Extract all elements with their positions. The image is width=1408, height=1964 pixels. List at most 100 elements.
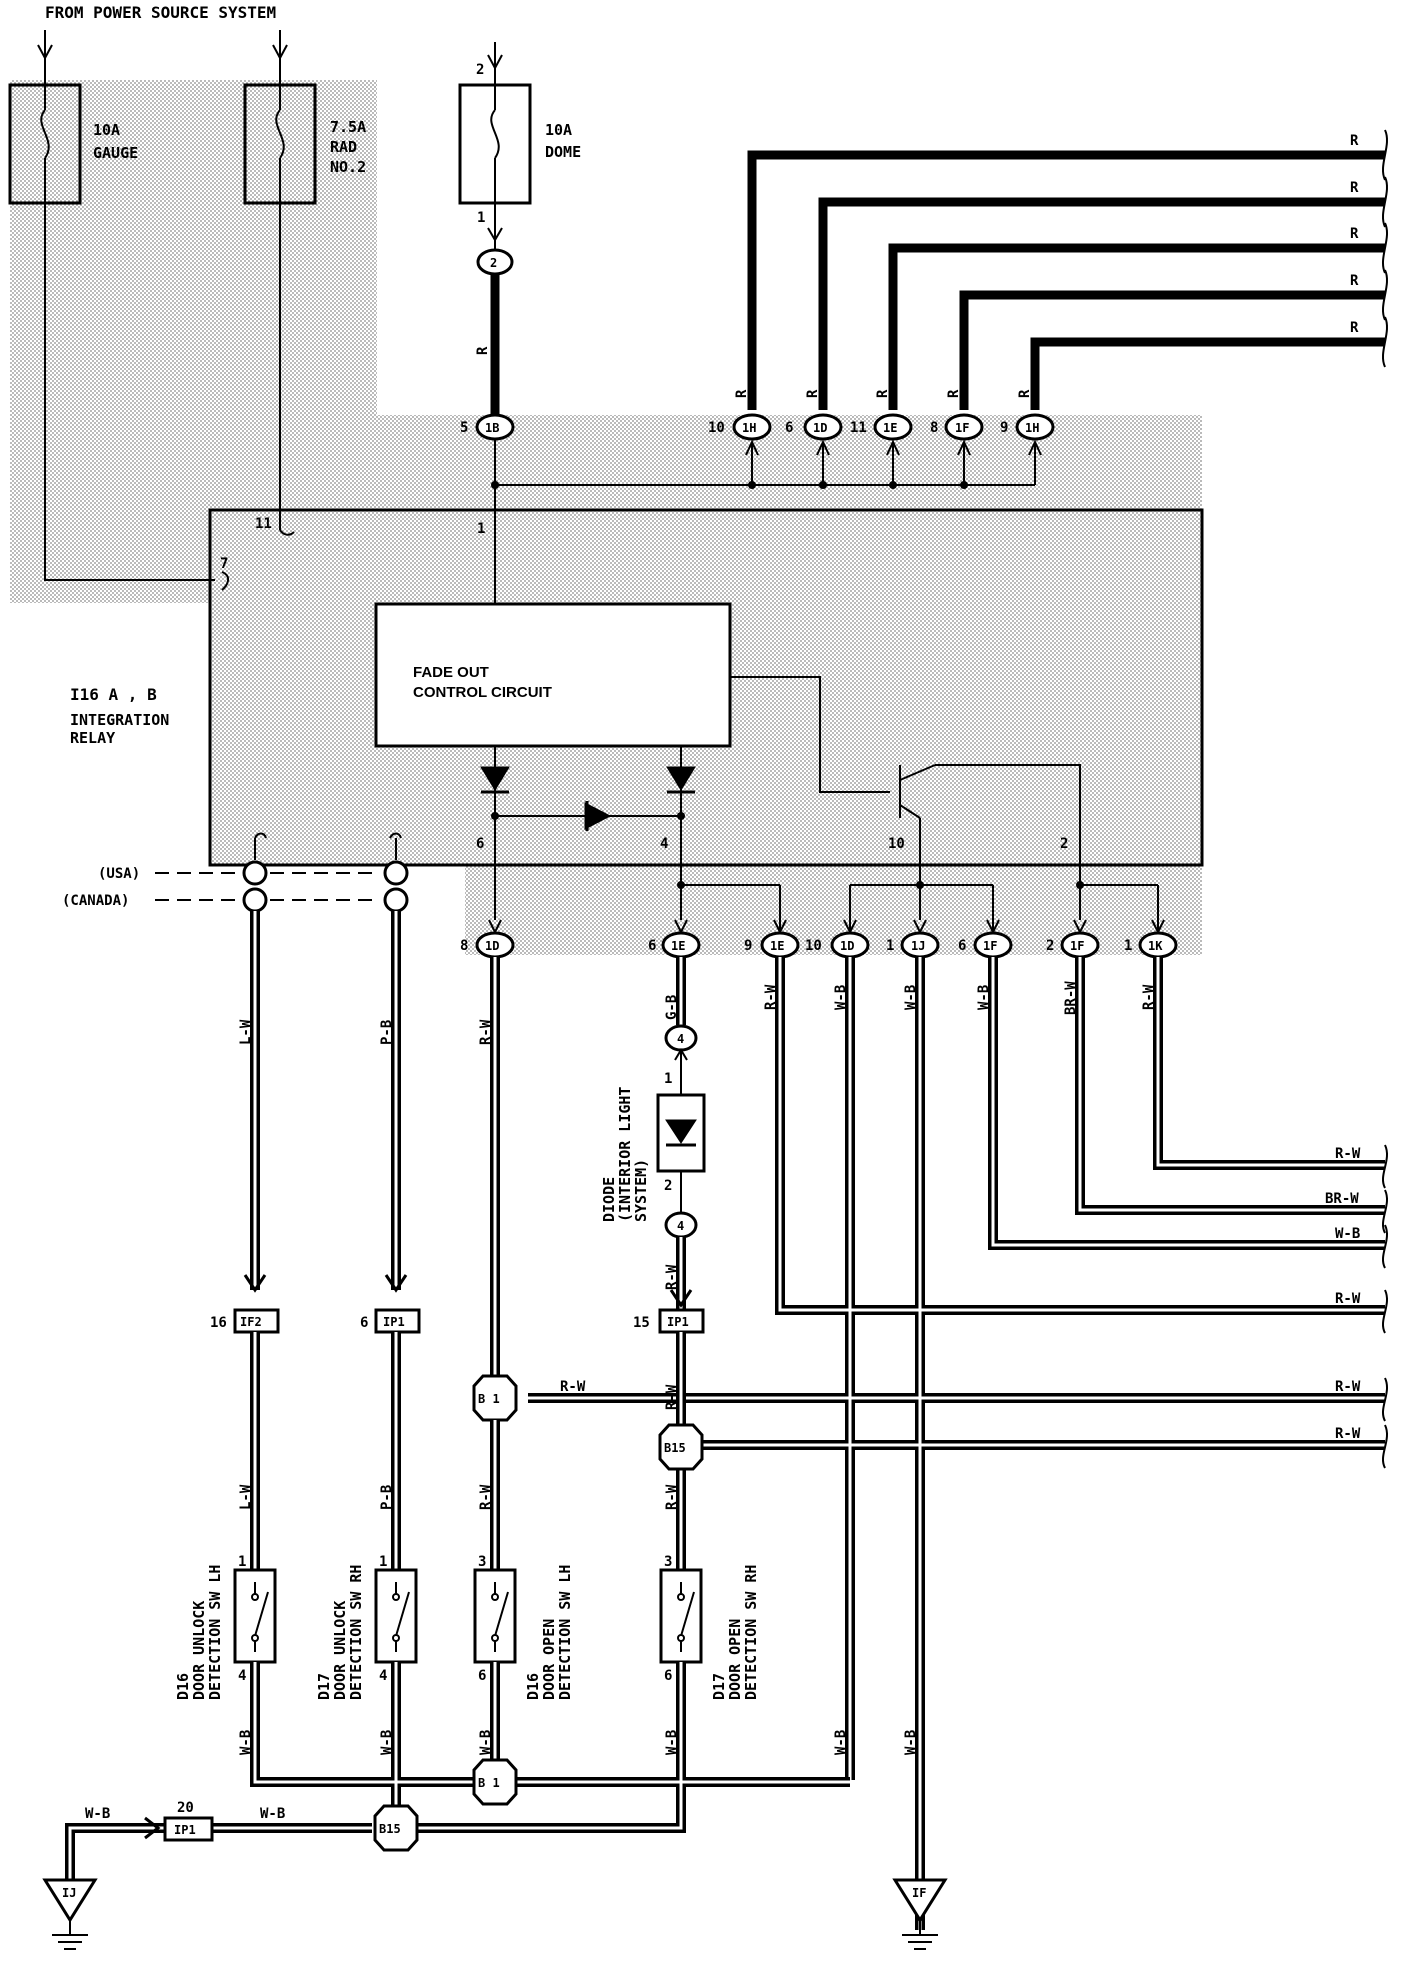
bot-conn-2-code: 1E xyxy=(671,939,685,953)
fuse-dome-pin-bottom: 1 xyxy=(477,210,485,226)
ground-left-label: IJ xyxy=(62,1886,76,1900)
sw4-code: D17 xyxy=(710,1673,728,1700)
junction-b1-bottom xyxy=(472,1758,518,1806)
fuse-rad-name2: NO.2 xyxy=(330,158,366,176)
fade-out-line1: FADE OUT xyxy=(413,664,489,681)
sw2-pin-bot: 4 xyxy=(379,1668,387,1684)
shaded-regions xyxy=(10,80,1202,955)
relay-junction-dots xyxy=(491,812,685,820)
sw3-code: D16 xyxy=(524,1673,542,1700)
relay-pin-7: 7 xyxy=(220,556,228,572)
connector-j2-label: 2 xyxy=(490,256,497,270)
sw4-wire-label: R-W xyxy=(664,1484,680,1510)
relay-pin-11: 11 xyxy=(255,516,272,532)
wire-brw-right: BR-W xyxy=(1325,1191,1359,1207)
sw1-pin-bot: 4 xyxy=(238,1668,246,1684)
fuse-dome xyxy=(458,42,532,250)
top-conn-1h-code: 1H xyxy=(742,421,756,435)
ip1-ground-connector xyxy=(144,1816,214,1842)
bot-conn-7-code: 1F xyxy=(1070,939,1084,953)
sw4-l2: DETECTION SW RH xyxy=(742,1565,760,1700)
top-conn-1d-code: 1D xyxy=(813,421,827,435)
sw3-pin-bot: 6 xyxy=(478,1668,486,1684)
wire-rw-b1-label: R-W xyxy=(560,1379,586,1395)
wire-wb-right: W-B xyxy=(1335,1226,1360,1242)
relay-ab-circles xyxy=(242,860,409,913)
double-wires-inner xyxy=(253,911,1385,1930)
sw4-pin-bot: 6 xyxy=(664,1668,672,1684)
fuse-to-relay-wires xyxy=(44,203,295,591)
power-source-label: FROM POWER SOURCE SYSTEM xyxy=(45,3,276,22)
fuse-rad-amp: 7.5A xyxy=(330,118,366,136)
ground-wb-4: W-B xyxy=(664,1730,680,1755)
fuse-dome-pin-top: 2 xyxy=(476,62,484,78)
wire-r-label-1: R xyxy=(1350,133,1359,149)
relay-pin-2: 2 xyxy=(1060,836,1068,852)
relay-region-usa: (USA) xyxy=(98,866,140,882)
wire-rw-label-3: R-W xyxy=(1141,984,1157,1010)
lower-wires-outer xyxy=(250,1332,686,1570)
ip1-ground-wb-right: W-B xyxy=(260,1806,285,1822)
junction-b1-bottom-label: B 1 xyxy=(478,1776,500,1790)
diode-conn-bottom-label: 4 xyxy=(677,1219,684,1233)
top-conn-1e-code: 1E xyxy=(883,421,897,435)
lower-wires-inner xyxy=(253,1332,683,1570)
junction-b15-top xyxy=(658,1423,704,1471)
fuse-dome-name: DOME xyxy=(545,143,581,161)
wire-r-vlabel-4: R xyxy=(946,389,962,398)
ground-wb-5: W-B xyxy=(833,1730,849,1755)
relay-pin-6: 6 xyxy=(476,836,484,852)
sw1-wire-label: L-W xyxy=(238,1484,254,1510)
ip1-code-a: IP1 xyxy=(383,1315,405,1329)
wire-lw-label: L-W xyxy=(238,1019,254,1045)
ground-wires-inner xyxy=(68,1662,850,1880)
top-conn-1b-pin: 5 xyxy=(460,420,468,436)
sw1-l2: DETECTION SW LH xyxy=(206,1565,224,1700)
wire-break-marks xyxy=(1382,129,1388,368)
bot-conn-8-code: 1K xyxy=(1148,939,1163,953)
fuse-dome-amp: 10A xyxy=(545,121,572,139)
fuse-rad-name: RAD xyxy=(330,138,357,156)
ip1-pin-a: 6 xyxy=(360,1315,368,1331)
fuse-gauge-amp: 10A xyxy=(93,121,120,139)
junction-b1-top-label: B 1 xyxy=(478,1392,500,1406)
top-conn-1b-code: 1B xyxy=(485,421,499,435)
sw1-l1: DOOR UNLOCK xyxy=(190,1601,208,1700)
wire-rw-right-4: R-W xyxy=(1335,1426,1361,1442)
wire-r-vlabel-2: R xyxy=(805,389,821,398)
wire-rw-label-1: R-W xyxy=(478,1019,494,1045)
sw3-l1: DOOR OPEN xyxy=(540,1619,558,1700)
wire-rw-diode-label: R-W xyxy=(664,1264,680,1290)
integration-relay-box xyxy=(208,508,1204,867)
fuse-gauge-name: GAUGE xyxy=(93,144,138,162)
top-conn-1d-pin: 6 xyxy=(785,420,793,436)
fade-out-circuit-box xyxy=(374,602,732,748)
if2-pin: 16 xyxy=(210,1315,227,1331)
ip1-ground-wb-left: W-B xyxy=(85,1806,110,1822)
wire-r-dome-label: R xyxy=(475,346,491,355)
wire-r-vlabel-3: R xyxy=(875,389,891,398)
wire-r-label-5: R xyxy=(1350,320,1359,336)
top-conn-1h2-code: 1H xyxy=(1025,421,1039,435)
sw2-pin-top: 1 xyxy=(379,1554,387,1570)
wire-pb-label: P-B xyxy=(379,1020,395,1045)
ground-wb-1: W-B xyxy=(238,1730,254,1755)
bot-conn-1-pin: 8 xyxy=(460,938,468,954)
top-conn-1f-code: 1F xyxy=(955,421,969,435)
b15-wire-rw-label: R-W xyxy=(664,1384,680,1410)
sw2-l1: DOOR UNLOCK xyxy=(331,1601,349,1700)
ip1-ground-code: IP1 xyxy=(174,1823,196,1837)
bot-conn-4-pin: 10 xyxy=(805,938,822,954)
bot-conn-5-pin: 1 xyxy=(886,938,894,954)
wire-rw-right-2: R-W xyxy=(1335,1291,1361,1307)
bottom-dist-dots xyxy=(677,881,1084,889)
fade-out-line2: CONTROL CIRCUIT xyxy=(413,684,552,701)
ground-wb-6: W-B xyxy=(903,1730,919,1755)
sw3-pin-top: 3 xyxy=(478,1554,486,1570)
bot-conn-6-pin: 6 xyxy=(958,938,966,954)
ip1-pin-b: 15 xyxy=(633,1315,650,1331)
wire-rw-right-3: R-W xyxy=(1335,1379,1361,1395)
ground-wb-3: W-B xyxy=(478,1730,494,1755)
relay-diodes xyxy=(480,766,696,831)
